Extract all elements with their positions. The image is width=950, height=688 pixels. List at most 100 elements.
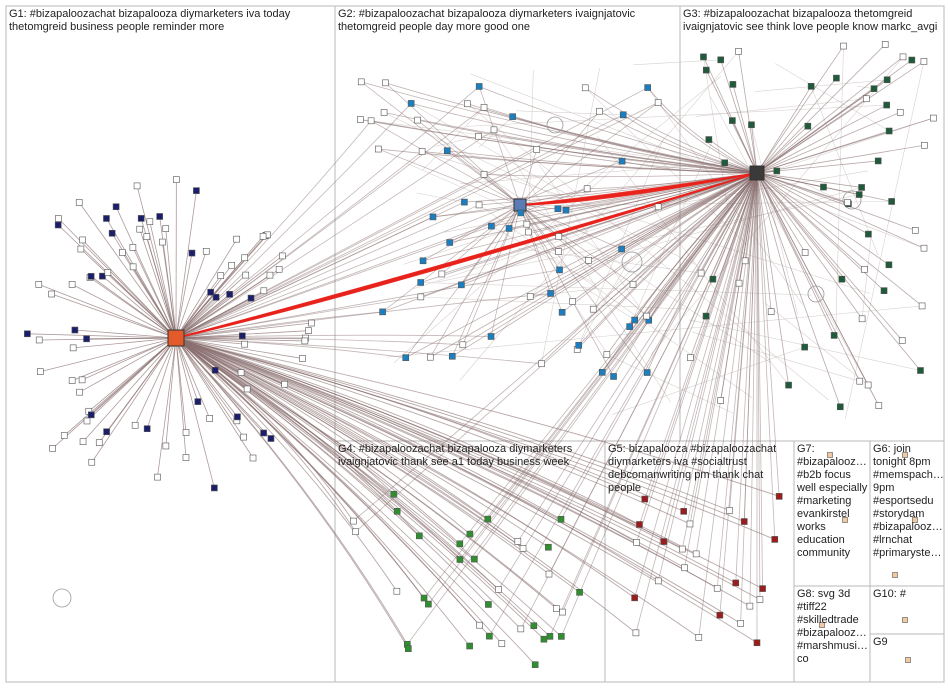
node-g3 [859, 184, 865, 190]
node-g3 [912, 227, 918, 233]
edge-g3 [757, 173, 840, 407]
edge-g1 [52, 294, 176, 338]
node-g3 [687, 355, 693, 361]
node-g1 [144, 234, 150, 240]
edge-g3 [721, 60, 757, 173]
node-g3 [805, 123, 811, 129]
node-g3 [921, 142, 927, 148]
node-g3 [736, 280, 742, 286]
node-g3 [808, 83, 814, 89]
node-g2 [524, 221, 530, 227]
node-g1 [130, 264, 136, 270]
node-g2 [539, 361, 545, 367]
node-g2 [476, 133, 482, 139]
node-g2 [590, 306, 596, 312]
node-g5 [681, 508, 687, 514]
node-g2 [559, 309, 565, 315]
node-g2 [556, 234, 562, 240]
node-g5 [714, 585, 720, 591]
node-g2 [415, 117, 421, 123]
node-g2 [527, 294, 533, 300]
node-g1 [119, 249, 125, 255]
node-g2 [644, 370, 650, 376]
node-g1 [36, 281, 42, 287]
node-g3 [930, 115, 936, 121]
node-g2 [488, 223, 494, 229]
node-g1 [229, 262, 235, 268]
node-g1 [104, 429, 110, 435]
node-g2 [619, 246, 625, 252]
node-g1 [49, 291, 55, 297]
edge-g1 [79, 202, 176, 338]
node-g4 [416, 533, 422, 539]
node-g2 [418, 279, 424, 285]
node-g1 [203, 248, 209, 254]
node-g1 [105, 269, 111, 275]
node-small-group [893, 573, 898, 578]
node-g5 [754, 640, 760, 646]
node-g3 [700, 54, 706, 60]
edge-g4 [176, 338, 353, 521]
edge-g2 [176, 88, 648, 338]
node-g1 [138, 215, 144, 221]
node-g1 [189, 250, 195, 256]
node-g1 [243, 272, 249, 278]
node-g2 [488, 333, 494, 339]
node-g1 [24, 331, 30, 337]
edge-g5b [685, 173, 757, 568]
node-g1 [279, 253, 285, 259]
node-g4 [553, 606, 559, 612]
node-g1 [183, 455, 189, 461]
node-g2 [619, 158, 625, 164]
edge-g1 [91, 276, 176, 338]
node-g2 [375, 146, 381, 152]
node-g1 [213, 294, 219, 300]
node-g3 [886, 262, 892, 268]
edge-light [387, 306, 922, 357]
node-g1 [261, 288, 267, 294]
node-g5 [642, 496, 648, 502]
node-g1 [195, 399, 201, 405]
node-g3 [865, 231, 871, 237]
node-g1 [77, 389, 83, 395]
node-g1 [130, 244, 136, 250]
node-g1 [69, 378, 75, 384]
node-g3 [865, 382, 871, 388]
node-g1 [183, 429, 189, 435]
node-g1 [261, 430, 267, 436]
group-label-g5: G5: bizapalooza #bizapaloozachat diymark… [608, 443, 792, 495]
node-g2 [368, 118, 374, 124]
node-g3 [748, 122, 754, 128]
node-g1 [163, 226, 169, 232]
group-label-g2: G2: #bizapaloozachat bizapalooza diymark… [338, 8, 678, 34]
node-g3 [841, 43, 847, 49]
edge-g2b [648, 88, 757, 173]
node-g5 [741, 519, 747, 525]
node-g5 [687, 521, 693, 527]
edge-g2b [484, 173, 757, 177]
node-g1 [109, 230, 115, 236]
node-g5 [772, 536, 778, 542]
node-g5 [760, 586, 766, 592]
node-g4 [421, 595, 427, 601]
node-g2 [599, 369, 605, 375]
node-g3 [921, 245, 927, 251]
group-label-g7: G7: #bizapalooz… #b2b focus well especia… [797, 443, 869, 560]
node-g1 [244, 386, 250, 392]
node-g2 [481, 104, 487, 110]
node-g3 [917, 368, 923, 374]
node-g3 [820, 184, 826, 190]
edge-g3 [757, 78, 836, 173]
node-g2 [534, 146, 540, 152]
node-g5 [757, 596, 763, 602]
node-g1 [50, 445, 56, 451]
node-g2 [461, 199, 467, 205]
edge-g1 [102, 276, 176, 338]
node-g3 [833, 75, 839, 81]
group-label-g10: G10: # [873, 588, 943, 601]
edge-g3 [757, 118, 933, 173]
node-g2 [464, 101, 470, 107]
node-g2 [430, 214, 436, 220]
node-g3 [729, 118, 735, 124]
edge-g4b [407, 173, 757, 644]
